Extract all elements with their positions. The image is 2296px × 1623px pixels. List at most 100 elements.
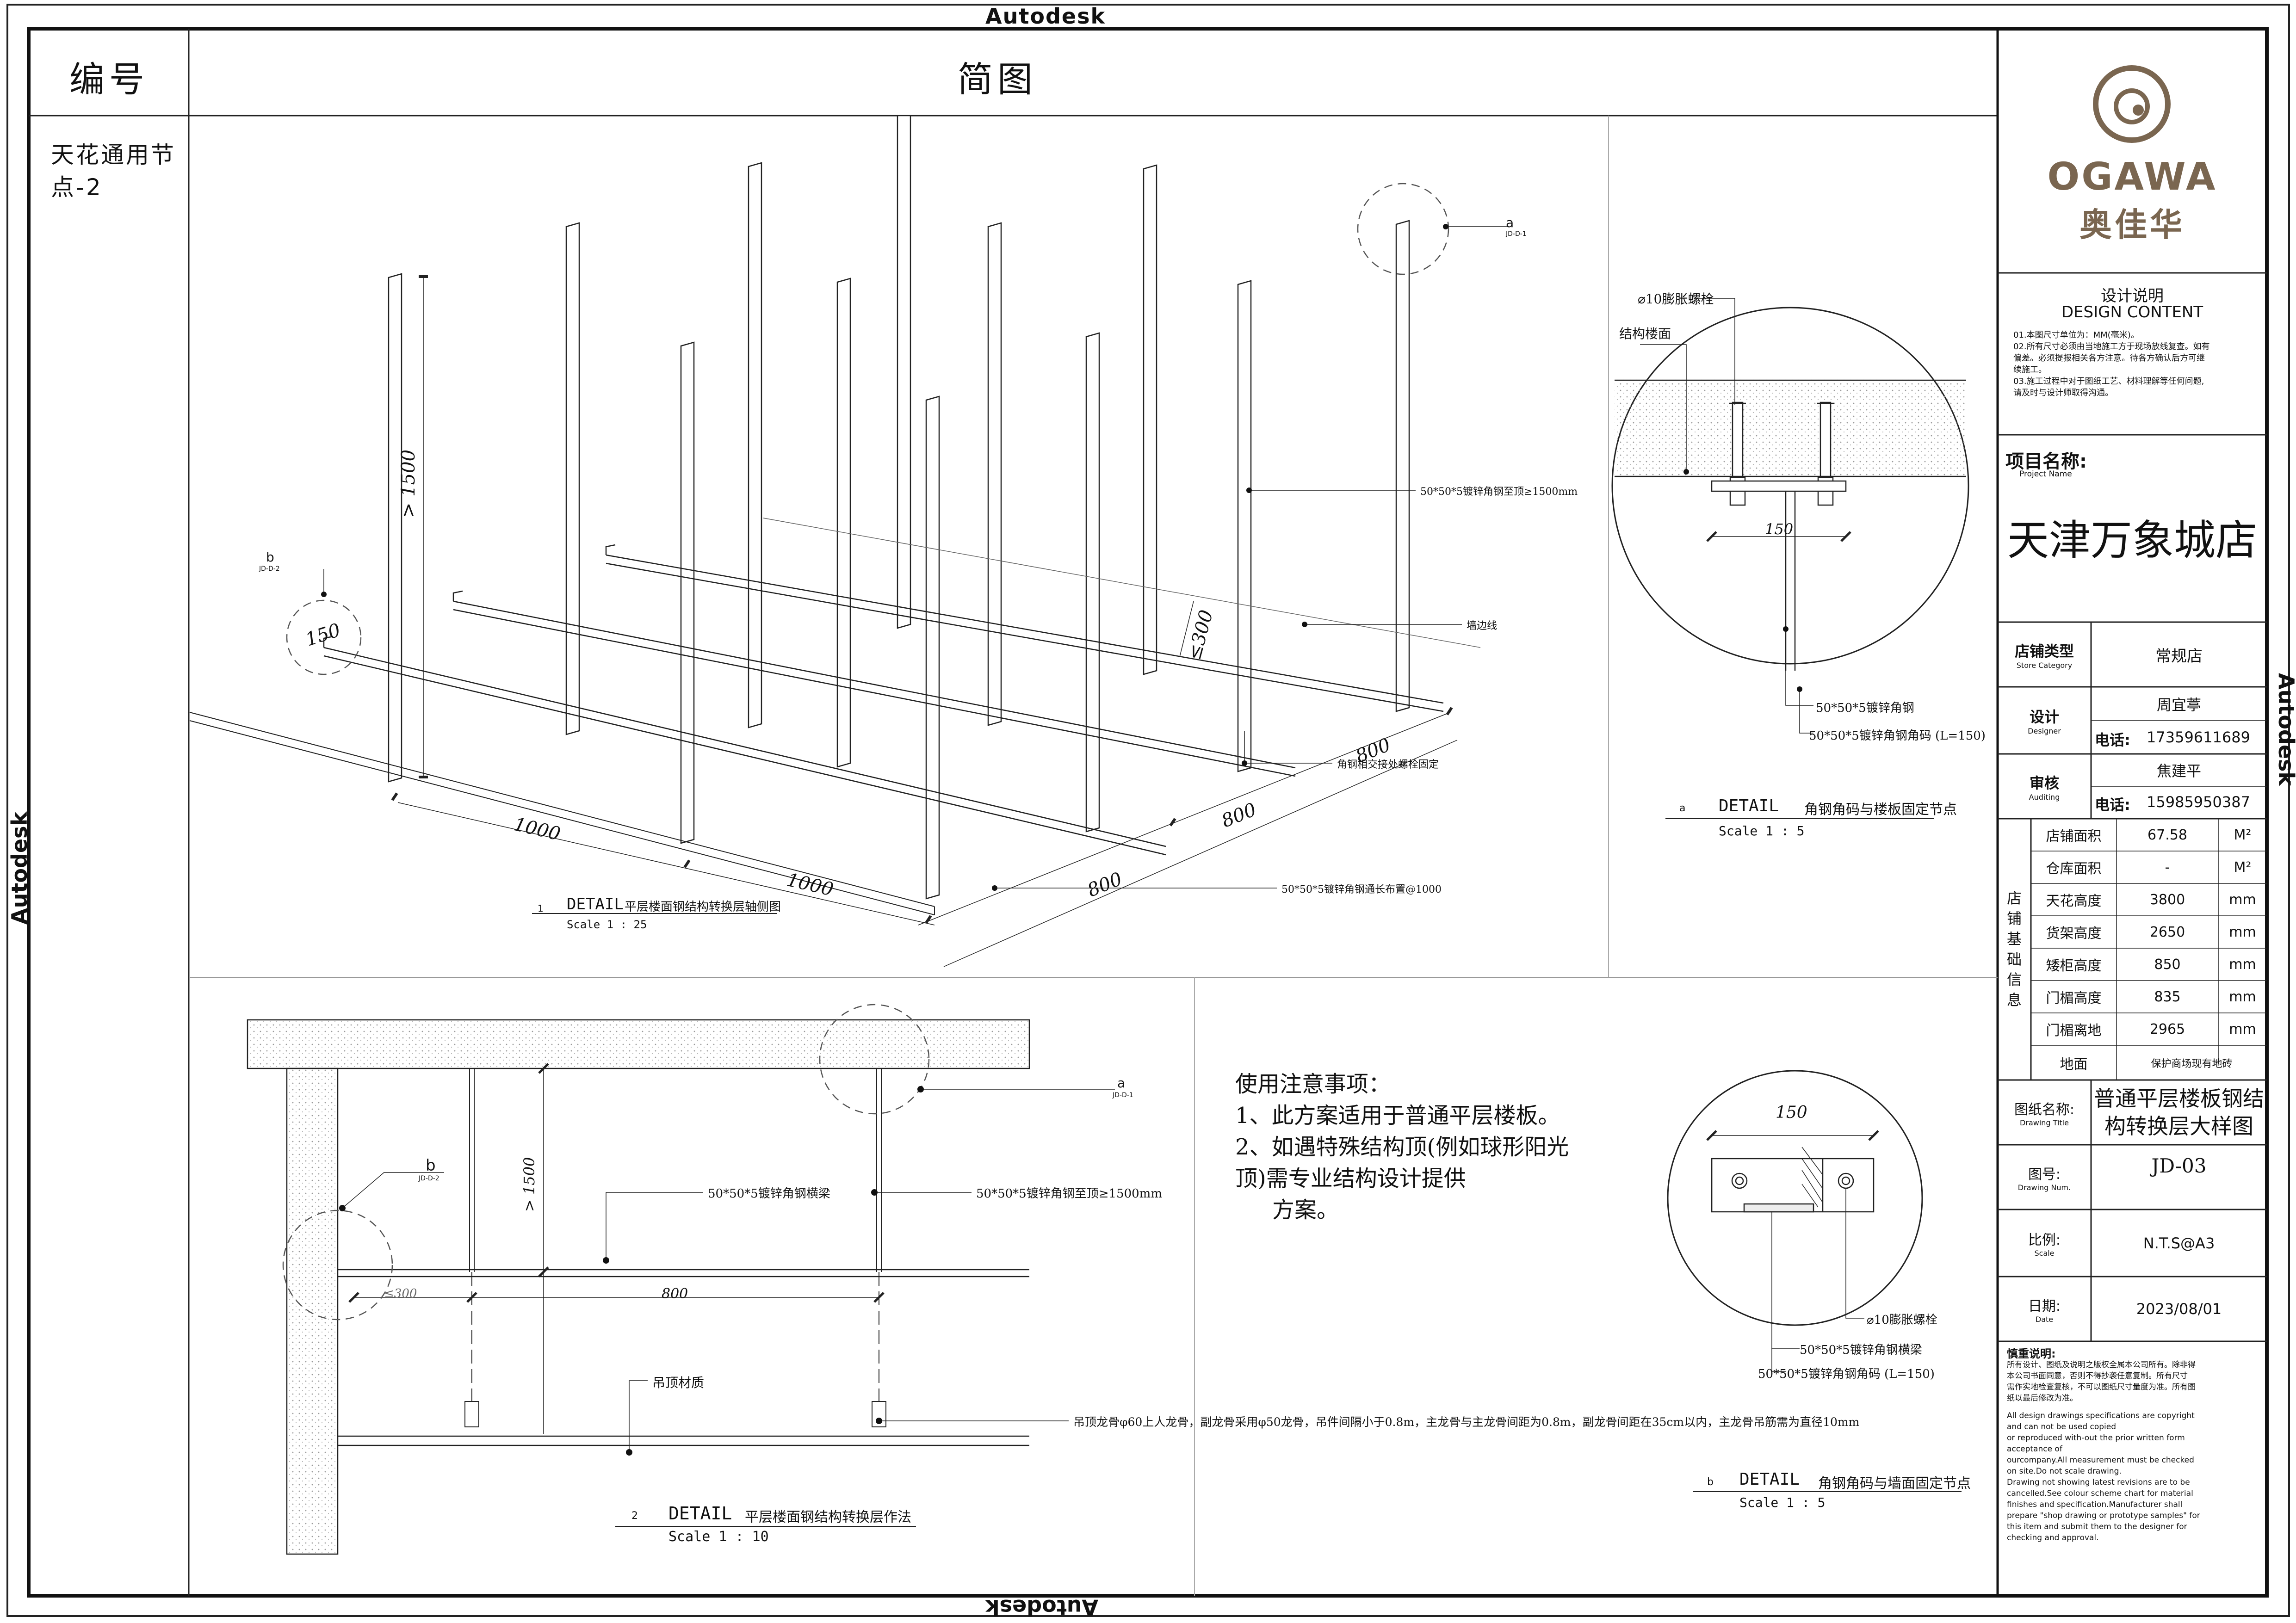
detail-b-tag: DETAIL <box>1739 1470 1800 1489</box>
inner-frame <box>27 27 2269 1598</box>
d2-note-keel: 吊顶龙骨φ60上人龙骨，副龙骨采用φ50龙骨，吊件间隔小于0.8m，主龙骨与主龙… <box>1073 1415 1860 1429</box>
info-unit: mm <box>2229 891 2256 908</box>
note-angle-steel: 50*50*5镀锌角钢 <box>1816 701 1914 715</box>
info-value: 保护商场现有地砖 <box>2151 1058 2233 1070</box>
info-value: - <box>2165 859 2170 876</box>
vertical-posts <box>388 115 1410 900</box>
detail-b-wall-node <box>1667 1070 1962 1492</box>
brand-name: OGAWA <box>2047 155 2217 199</box>
auditor-name: 焦建平 <box>2156 762 2201 780</box>
store-category-value: 常规店 <box>2155 647 2203 666</box>
title-block-grid <box>1998 272 2267 1342</box>
usage-title: 使用注意事项： <box>1235 1071 1391 1097</box>
note-vertical-angle: 50*50*5镀锌角钢至顶≥1500mm <box>1420 486 1578 498</box>
watermark-bottom: Autodesk <box>985 1595 1099 1620</box>
designer-name: 周宜葶 <box>2156 696 2201 714</box>
detail-1-isometric <box>189 115 1508 967</box>
info-label: 天花高度 <box>2046 893 2102 909</box>
usage-line-1: 1、此方案适用于普通平层楼板。 <box>1235 1103 1560 1129</box>
d2-note-beam: 50*50*5镀锌角钢横梁 <box>708 1187 830 1201</box>
watermark-right: Autodesk <box>2274 673 2296 786</box>
outer-frame <box>6 4 2290 1617</box>
callout-b-letter: b <box>266 549 274 565</box>
info-unit: mm <box>2229 1021 2256 1037</box>
d2-dim-800: 800 <box>662 1286 688 1302</box>
diagram-header: 简图 <box>958 59 1037 100</box>
info-value: 3800 <box>2149 891 2185 908</box>
dim-1500: > 1500 <box>398 449 419 518</box>
note-long-angle: 50*50*5镀锌角钢通长布置@1000 <box>1281 884 1442 895</box>
auditor-phone: 15985950387 <box>2147 793 2250 811</box>
ogawa-logo-icon <box>2093 65 2171 143</box>
d2-callout-a-ref: JD-D-1 <box>1113 1092 1133 1099</box>
info-label: 店铺面积 <box>2046 828 2102 845</box>
date-value: 2023/08/01 <box>2136 1300 2222 1318</box>
d2-note-vertical: 50*50*5镀锌角钢至顶≥1500mm <box>976 1187 1162 1201</box>
project-name: 天津万象城店 <box>2007 516 2257 565</box>
detail-2-tag: DETAIL <box>668 1503 732 1524</box>
scale-value: N.T.S@A3 <box>2143 1234 2215 1252</box>
usage-line-3: 顶)需专业结构设计提供 <box>1235 1166 1466 1191</box>
date-label-cell: 日期: Date <box>2028 1298 2061 1324</box>
info-label: 门楣离地 <box>2046 1023 2102 1039</box>
scale-label-cell: 比例: Scale <box>2028 1232 2061 1258</box>
d2-note-material: 吊顶材质 <box>652 1375 705 1390</box>
detail-b-bolt: ⌀10膨胀螺栓 <box>1867 1313 1937 1327</box>
detail-b-code: 50*50*5镀锌角钢角码 (L=150) <box>1758 1367 1935 1381</box>
detail-a-dim-150: 150 <box>1765 520 1794 538</box>
detail-a-title: 角钢角码与楼板固定节点 <box>1804 802 1957 818</box>
watermark-top: Autodesk <box>985 4 1106 29</box>
info-value: 835 <box>2154 988 2181 1005</box>
detail-b-title: 角钢角码与墙面固定节点 <box>1818 1475 1971 1492</box>
auditor-phone-label: 电话: <box>2095 796 2130 814</box>
detail-2-number: 2 <box>631 1510 638 1522</box>
info-value: 2965 <box>2149 1021 2185 1037</box>
info-unit: mm <box>2229 988 2256 1005</box>
node-name: 天花通用节 点-2 <box>51 142 176 201</box>
detail-a-slab-node <box>1611 298 1969 819</box>
horizontal-angles <box>323 544 1444 856</box>
info-label: 地面 <box>2060 1056 2088 1073</box>
drawing-title-label-cell: 图纸名称: Drawing Title <box>2014 1101 2075 1127</box>
note-angle-code: 50*50*5镀锌角钢角码 (L=150) <box>1809 729 1986 743</box>
detail-b-dim-150: 150 <box>1776 1103 1807 1122</box>
usage-notes: 使用注意事项： 1、此方案适用于普通平层楼板。 2、如遇特殊结构顶(例如球形阳光… <box>1235 1068 1569 1226</box>
detail-1-title: 平层楼面钢结构转换层轴侧图 <box>625 900 781 914</box>
designer-phone-label: 电话: <box>2095 731 2130 749</box>
info-label: 仓库面积 <box>2046 861 2102 877</box>
detail-a-tag: DETAIL <box>1719 796 1779 815</box>
info-label: 货架高度 <box>2046 926 2102 942</box>
drawing-num-label-cell: 图号: Drawing Num. <box>2018 1166 2071 1192</box>
d2-callout-b-letter: b <box>426 1156 436 1175</box>
info-unit: M² <box>2234 827 2252 843</box>
store-category-cell: 店铺类型 Store Category <box>2014 642 2074 670</box>
d2-dim-1500: > 1500 <box>520 1157 538 1212</box>
usage-line-4: 方案。 <box>1272 1197 1339 1223</box>
d2-callout-a-letter: a <box>1117 1075 1126 1091</box>
usage-line-2: 2、如遇特殊结构顶(例如球形阳光 <box>1235 1134 1569 1160</box>
info-label: 矮柜高度 <box>2046 958 2102 974</box>
detail-2-title: 平层楼面钢结构转换层作法 <box>745 1509 911 1525</box>
store-info-group-label: 店铺基础信息 <box>2006 889 2022 1009</box>
info-value: 850 <box>2154 956 2181 973</box>
d2-dim-300: ≤300 <box>384 1287 417 1301</box>
info-value: 67.58 <box>2147 827 2187 843</box>
design-title-cn: 设计说明 <box>2101 287 2164 305</box>
design-title-en: DESIGN CONTENT <box>2061 303 2203 321</box>
callout-b-ref: JD-D-2 <box>259 565 280 573</box>
detail-b-beam: 50*50*5镀锌角钢横梁 <box>1800 1343 1922 1357</box>
callout-a-letter: a <box>1506 215 1514 230</box>
detail-b-scale: Scale 1 : 5 <box>1739 1495 1826 1510</box>
info-label: 门楣高度 <box>2046 990 2102 1006</box>
note-structural-slab: 结构楼面 <box>1619 326 1671 341</box>
note-bolt-joint: 角钢相交接处螺栓固定 <box>1337 759 1439 771</box>
designer-phone: 17359611689 <box>2147 728 2250 746</box>
design-notes: 01.本图尺寸单位为：MM(毫米)。 02.所有尺寸必须由当地施工方于现场放线复… <box>2013 330 2210 398</box>
copyright-notice: 慎重说明: 所有设计、图纸及说明之版权全属本公司所有。除非得 本公司书面同意，否… <box>2007 1347 2200 1543</box>
note-wall-line: 墙边线 <box>1467 620 1498 632</box>
d2-callout-b-ref: JD-D-2 <box>419 1175 439 1182</box>
detail-1-scale: Scale 1 : 25 <box>567 918 647 931</box>
info-unit: M² <box>2234 859 2252 876</box>
info-value: 2650 <box>2149 924 2185 940</box>
